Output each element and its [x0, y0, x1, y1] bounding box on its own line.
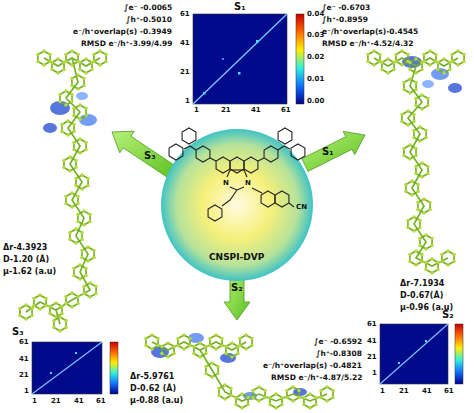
metric-value: μ-1.62 (a.u) — [3, 267, 56, 276]
metric-value: D-0.62 (Å) — [130, 384, 176, 393]
axis-tick: 61 — [96, 397, 106, 405]
axis-tick: 41 — [180, 39, 190, 47]
axis-tick: 21 — [51, 397, 61, 405]
atom-label: CN — [296, 203, 307, 211]
metric-value: Δr-4.3923 — [3, 243, 47, 252]
metric-value: RMSD e⁻/h⁺-4.87/5.22 — [271, 374, 362, 383]
state-label: S₂ — [442, 309, 454, 321]
axis-tick: 61 — [180, 10, 190, 18]
axis-tick: 1 — [372, 369, 377, 377]
axis-tick: 21 — [221, 106, 231, 114]
compound-name: CNSPI-DVP — [209, 252, 264, 262]
metric-value: RMSD e⁻/h⁺-3.99/4.99 — [81, 40, 172, 49]
axis-tick: 41 — [251, 106, 261, 114]
metric-value: Δr-5.9761 — [130, 372, 174, 381]
axis-tick: 1 — [32, 397, 37, 405]
metric-value: e⁻/h⁺overlap(s) -0.4821 — [263, 362, 362, 371]
metric-value: μ-0.88 (a.u) — [130, 396, 183, 405]
axis-tick: 41 — [74, 397, 84, 405]
axis-tick: 61 — [19, 338, 29, 346]
axis-tick: 21 — [19, 371, 29, 379]
colorbar-value: 0.04 — [307, 10, 324, 18]
axis-tick: 21 — [180, 68, 190, 76]
axis-tick: 61 — [281, 106, 291, 114]
axis-tick: 1 — [194, 106, 199, 114]
metric-value: ∫h⁺-0.8308 — [316, 350, 362, 359]
colorbar-value: 0.03 — [307, 31, 324, 39]
colorbar-value: 0.01 — [307, 75, 324, 83]
colorbar-value: 0.02 — [307, 53, 324, 61]
metric-value: Δr-7.1934 — [400, 279, 444, 288]
axis-tick: 41 — [367, 337, 377, 345]
metric-value: D-0.67(Å) — [400, 291, 443, 300]
metric-value: D-1.20 (Å) — [3, 255, 49, 264]
metric-value: ∫e⁻ -0.0065 — [124, 4, 172, 13]
axis-tick: 1 — [185, 97, 190, 105]
axis-tick: 61 — [444, 387, 454, 395]
axis-tick: 1 — [380, 387, 385, 395]
axis-tick: 1 — [24, 387, 29, 395]
colorbar-value: 0.00 — [307, 97, 324, 105]
state-label: S₃ — [12, 326, 24, 338]
axis-tick: 41 — [422, 387, 432, 395]
metric-value: e⁻/h⁺overlap(s)-0.4545 — [322, 28, 418, 37]
metric-value: e⁻/h⁺overlap(s) -0.3949 — [73, 28, 172, 37]
axis-tick: 61 — [367, 320, 377, 328]
atom-label: N — [223, 179, 229, 187]
metric-value: ∫e⁻ -0.6703 — [322, 4, 370, 13]
state-label: S₁ — [234, 1, 246, 13]
molecule-circle: CNSPI-DVP — [160, 128, 314, 282]
axis-tick: 21 — [399, 387, 409, 395]
axis-tick: 21 — [367, 353, 377, 361]
arrow-label: S₁ — [322, 146, 334, 158]
arrow-label: S₃ — [144, 150, 156, 162]
arrow-label: S₂ — [231, 282, 243, 294]
metric-value: ∫h⁺-0.8959 — [322, 16, 368, 25]
atom-label: N — [245, 179, 251, 187]
axis-tick: 41 — [19, 355, 29, 363]
metric-value: ∫e⁻ -0.6592 — [314, 338, 362, 347]
metric-value: RMSD e⁻/h⁺-4.52/4.32 — [322, 40, 413, 49]
metric-value: ∫h⁺-0.5010 — [126, 16, 172, 25]
